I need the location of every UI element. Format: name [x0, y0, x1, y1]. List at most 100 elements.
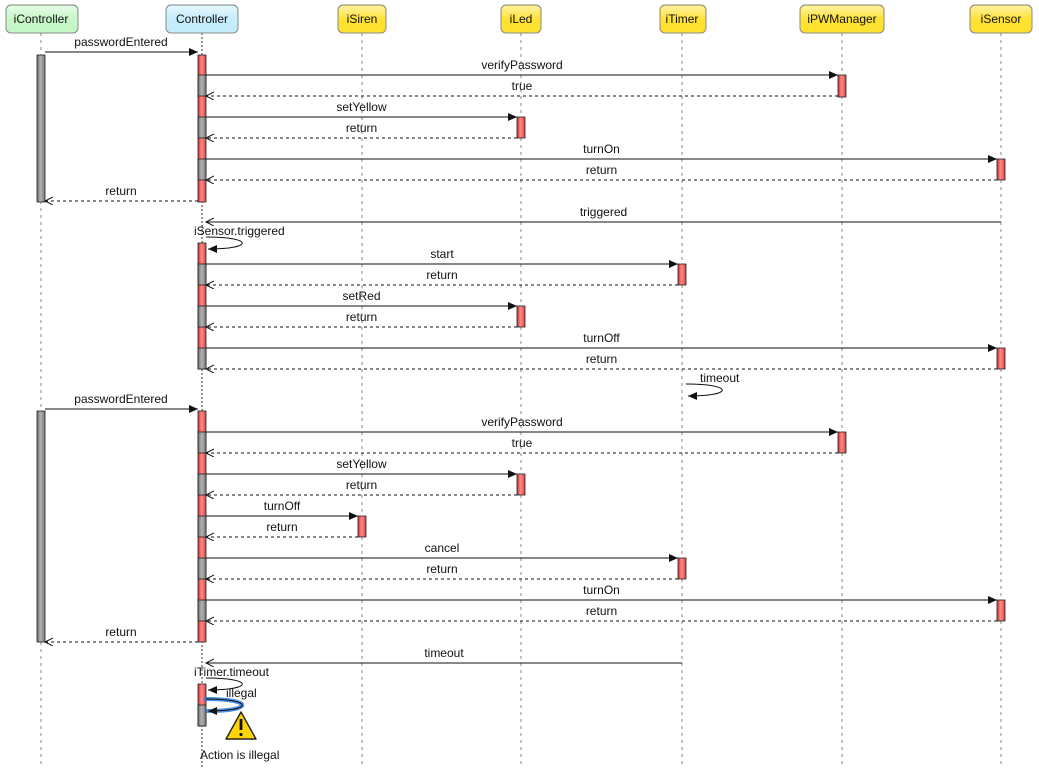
message-label: return	[586, 604, 617, 618]
message-21[interactable]: return	[206, 478, 517, 495]
activation-bar-iled	[516, 305, 526, 328]
activation-bar-ipwmanager	[837, 431, 847, 454]
activation-bar-nested	[197, 263, 207, 286]
message-label: return	[586, 352, 617, 366]
message-27[interactable]: return	[206, 604, 997, 621]
message-22[interactable]: turnOff	[206, 499, 358, 520]
message-15[interactable]: return	[206, 352, 997, 369]
message-26[interactable]: turnOn	[206, 583, 997, 604]
message-label: timeout	[424, 646, 464, 660]
message-label: return	[426, 562, 457, 576]
message-label: turnOn	[583, 583, 620, 597]
message-12[interactable]: setRed	[206, 289, 517, 310]
message-label: passwordEntered	[74, 35, 167, 49]
message-label: return	[105, 184, 136, 198]
activation-bar-isensor	[996, 347, 1006, 370]
message-25[interactable]: return	[206, 562, 678, 579]
activation-bar-iled	[516, 116, 526, 139]
message-label: return	[586, 163, 617, 177]
participant-icontroller[interactable]: iController	[5, 4, 79, 34]
activation-bar-nested	[197, 599, 207, 622]
activation-bar-isiren	[357, 515, 367, 538]
participant-label: iController	[14, 12, 69, 26]
activation-bar-isensor	[996, 158, 1006, 181]
message-10[interactable]: start	[206, 247, 678, 268]
message-label: return	[346, 478, 377, 492]
message-label: verifyPassword	[481, 415, 562, 429]
participant-iled[interactable]: iLed	[500, 4, 542, 34]
message-8[interactable]: triggered	[206, 205, 1001, 222]
message-13[interactable]: return	[206, 310, 517, 327]
activation-bar-isensor	[996, 599, 1006, 622]
message-18[interactable]: verifyPassword	[206, 415, 838, 436]
message-28[interactable]: return	[45, 625, 198, 642]
activation-bar-nested	[197, 557, 207, 580]
participant-isiren[interactable]: iSiren	[337, 4, 387, 34]
participant-label: iSensor	[981, 12, 1022, 26]
activation-bar-nested	[197, 473, 207, 496]
message-0[interactable]: passwordEntered	[45, 35, 198, 56]
message-label: timeout	[700, 371, 740, 385]
message-1[interactable]: verifyPassword	[206, 58, 838, 79]
participant-controller[interactable]: Controller	[165, 4, 239, 34]
activation-bar-nested	[197, 74, 207, 97]
message-30[interactable]: iTimer.timeout	[194, 665, 270, 694]
message-20[interactable]: setYellow	[206, 457, 517, 478]
message-19[interactable]: true	[206, 436, 838, 453]
participant-label: iPWManager	[807, 12, 876, 26]
activation-bar-ipwmanager	[837, 74, 847, 98]
message-label: passwordEntered	[74, 392, 167, 406]
message-16[interactable]: timeout	[685, 371, 740, 400]
message-label: true	[512, 79, 533, 93]
message-label: return	[266, 520, 297, 534]
message-4[interactable]: return	[206, 121, 517, 138]
message-label: return	[346, 121, 377, 135]
message-label: turnOff	[583, 331, 620, 345]
participant-ipwmanager[interactable]: iPWManager	[799, 4, 885, 34]
participant-label: iTimer	[666, 12, 699, 26]
message-label: start	[430, 247, 454, 261]
message-7[interactable]: return	[45, 184, 198, 201]
warning-caption: Action is illegal	[200, 748, 279, 762]
participant-itimer[interactable]: iTimer	[659, 4, 707, 34]
participant-label: Controller	[176, 12, 228, 26]
message-label: cancel	[425, 541, 460, 555]
participant-label: iSiren	[347, 12, 378, 26]
activation-bar-nested	[197, 158, 207, 181]
participant-isensor[interactable]: iSensor	[969, 4, 1033, 34]
message-23[interactable]: return	[206, 520, 358, 537]
message-3[interactable]: setYellow	[206, 100, 517, 121]
message-29[interactable]: timeout	[206, 646, 682, 663]
message-6[interactable]: return	[206, 163, 997, 180]
activation-bar-nested	[197, 704, 207, 727]
message-label: triggered	[580, 205, 627, 219]
activation-bar-nested	[197, 116, 207, 139]
message-9[interactable]: iSensor.triggered	[194, 224, 285, 253]
message-11[interactable]: return	[206, 268, 678, 285]
activation-bar-icontroller	[36, 54, 46, 203]
message-17[interactable]: passwordEntered	[45, 392, 198, 413]
activation-bar-nested	[197, 515, 207, 538]
message-label: return	[105, 625, 136, 639]
message-14[interactable]: turnOff	[206, 331, 997, 352]
message-label: return	[426, 268, 457, 282]
message-31[interactable]: illegal	[204, 686, 257, 715]
message-label: verifyPassword	[481, 58, 562, 72]
activation-bar-nested	[197, 347, 207, 370]
participant-label: iLed	[510, 12, 533, 26]
message-label: setYellow	[336, 100, 387, 114]
message-label: setYellow	[336, 457, 387, 471]
message-24[interactable]: cancel	[206, 541, 678, 562]
message-label: illegal	[226, 686, 257, 700]
message-label: true	[512, 436, 533, 450]
message-label: turnOff	[264, 499, 301, 513]
message-2[interactable]: true	[206, 79, 838, 96]
message-label: setRed	[342, 289, 380, 303]
message-5[interactable]: turnOn	[206, 142, 997, 163]
activation-bar-nested	[197, 305, 207, 328]
message-label: turnOn	[583, 142, 620, 156]
activation-bar-iled	[516, 473, 526, 496]
message-label: return	[346, 310, 377, 324]
warning-triangle-icon	[225, 711, 257, 740]
